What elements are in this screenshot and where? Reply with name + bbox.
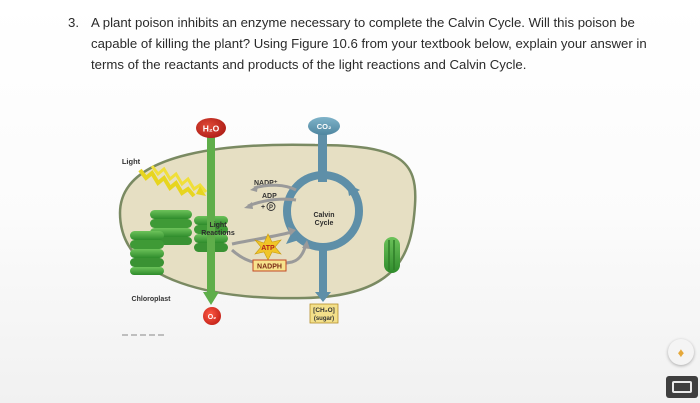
light-label: Light xyxy=(122,157,141,166)
atp-arrowhead xyxy=(288,227,296,236)
o2-bubble xyxy=(203,307,221,325)
atp-arrow xyxy=(231,230,293,246)
sugar-label-1: [CH₂O] xyxy=(313,307,335,314)
thylakoid-stack-left xyxy=(130,231,164,275)
light-arrowhead xyxy=(196,186,206,196)
light-reactions-label-2: Reactions xyxy=(201,230,235,237)
svg-text:+: + xyxy=(261,204,265,211)
h2o-label: H₂O xyxy=(203,124,220,134)
co2-label: CO₂ xyxy=(317,122,332,131)
question-number: 3. xyxy=(68,15,79,30)
adp-label: ADP xyxy=(262,193,277,200)
h2o-bubble xyxy=(196,118,226,138)
adp-arrow xyxy=(247,197,297,208)
water-arrow-head xyxy=(203,292,219,305)
nadp-label: NADP⁺ xyxy=(254,180,278,187)
thylakoid-stack-right xyxy=(384,237,400,273)
sugar-arrow-head xyxy=(315,292,331,302)
o2-label: O₂ xyxy=(208,314,217,321)
sugar-arrow-shaft xyxy=(319,246,327,294)
atp-label: ATP xyxy=(261,245,275,252)
question: 3. A plant poison inhibits an enzyme nec… xyxy=(68,12,673,75)
light-reactions-label-1: Light xyxy=(209,222,227,229)
co2-bubble xyxy=(308,117,340,135)
question-text: A plant poison inhibits an enzyme necess… xyxy=(91,15,647,72)
nadph-arrowhead xyxy=(302,240,310,249)
water-arrow-shaft xyxy=(207,134,215,294)
calvin-arrowhead-2 xyxy=(286,232,299,244)
sugar-box xyxy=(309,303,339,324)
decorative-dash xyxy=(122,334,164,336)
sugar-label-2: (sugar) xyxy=(314,316,334,322)
nadph-label: NADPH xyxy=(257,264,282,271)
pi-label: + P xyxy=(261,202,276,211)
chloroplast-label: Chloroplast xyxy=(132,296,172,303)
svg-text:P: P xyxy=(269,205,273,211)
nadp-arrowhead xyxy=(250,185,258,192)
calvin-label-2: Cycle xyxy=(315,220,334,227)
nadph-box xyxy=(252,259,287,272)
calvin-label-1: Calvin xyxy=(313,212,334,219)
diamond-arrow-icon[interactable]: ♦ xyxy=(668,339,694,365)
calvin-arrowhead-1 xyxy=(347,184,360,196)
co2-arrow-shaft xyxy=(318,132,327,182)
light-rays xyxy=(138,165,208,198)
adp-arrowhead xyxy=(244,202,253,209)
nadph-arrow xyxy=(230,243,308,266)
atp-burst: ATP xyxy=(254,233,282,261)
screen-icon[interactable] xyxy=(666,376,698,398)
